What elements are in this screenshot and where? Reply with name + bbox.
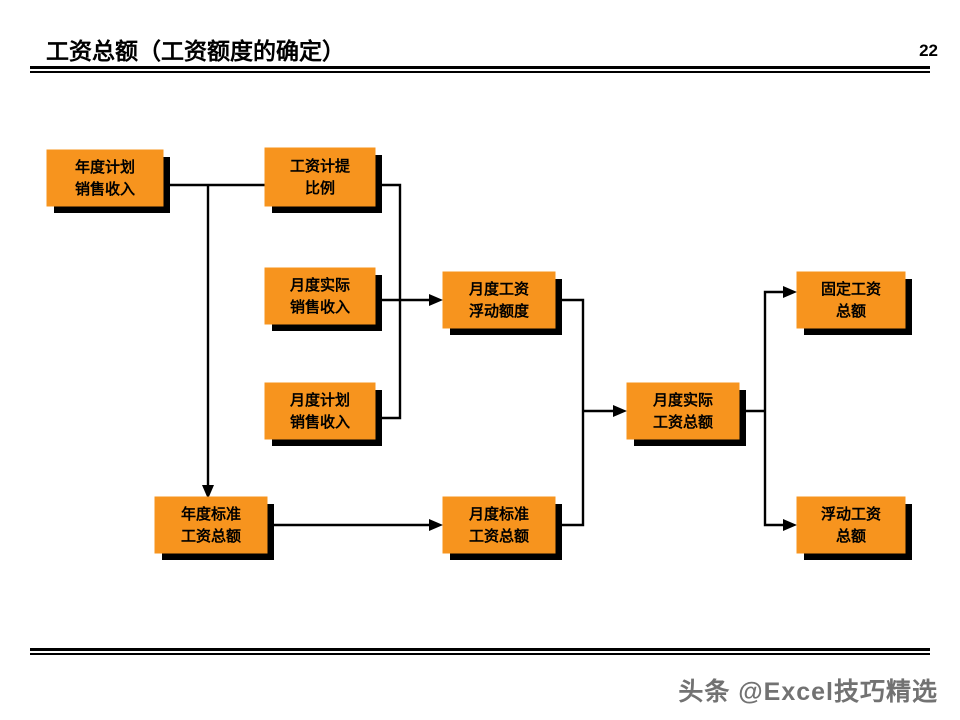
node-label-line2: 销售收入 <box>290 413 350 431</box>
arrow-floating-wage-total <box>783 519 797 531</box>
watermark-text: 头条 @Excel技巧精选 <box>678 678 938 706</box>
node-label-line2: 工资总额 <box>653 413 713 431</box>
edge-monthly-plan-to-bus <box>375 300 402 420</box>
edge-bus-to-fixed-wage <box>763 290 787 411</box>
node-body[interactable] <box>796 496 906 554</box>
node-body[interactable] <box>264 267 376 325</box>
node-label-line2: 比例 <box>305 179 335 197</box>
footer-divider <box>30 648 930 655</box>
page-title: 工资总额（工资额度的确定） <box>46 38 345 64</box>
arrow-monthly-wage-float <box>429 294 443 306</box>
node-label-line2: 总额 <box>836 527 866 545</box>
node-label-line2: 销售收入 <box>290 298 350 316</box>
node-label-line1: 月度工资 <box>468 280 529 298</box>
node-body[interactable] <box>154 496 268 554</box>
edge-monthly-standard-to-bus <box>555 411 585 527</box>
node-body[interactable] <box>264 147 376 207</box>
node-label-line2: 总额 <box>836 302 866 320</box>
node-label-line1: 月度计划 <box>289 391 350 409</box>
node-body[interactable] <box>264 382 376 440</box>
connector-layer <box>163 183 797 531</box>
edge-accrual-ratio-to-bus <box>375 183 402 300</box>
node-label-line1: 年度标准 <box>181 505 241 523</box>
arrow-monthly-standard <box>429 519 443 531</box>
node-label-line1: 固定工资 <box>821 280 881 298</box>
node-layer: 年度计划销售收入工资计提比例月度实际销售收入月度计划销售收入月度工资浮动额度年度… <box>46 147 912 560</box>
node-label-line1: 月度标准 <box>468 505 529 523</box>
node-body[interactable] <box>442 271 556 329</box>
node-body[interactable] <box>46 149 164 207</box>
node-label-line2: 浮动额度 <box>469 302 530 320</box>
node-body[interactable] <box>442 496 556 554</box>
edge-monthly-float-to-bus <box>555 298 585 411</box>
arrow-monthly-actual-total <box>613 405 627 417</box>
node-label-line1: 工资计提 <box>290 157 351 175</box>
node-label-line2: 工资总额 <box>181 527 241 545</box>
node-body[interactable] <box>796 271 906 329</box>
edge-bus-to-floating-wage <box>763 411 787 527</box>
node-label-line1: 月度实际 <box>289 276 350 294</box>
node-label-line2: 工资总额 <box>469 527 529 545</box>
title-divider-top <box>30 66 930 73</box>
arrow-fixed-wage-total <box>783 286 797 298</box>
node-label-line1: 月度实际 <box>652 391 713 409</box>
arrow-annual-standard <box>202 485 214 499</box>
node-label-line1: 浮动工资 <box>821 505 881 523</box>
node-body[interactable] <box>626 382 740 440</box>
node-label-line1: 年度计划 <box>75 158 135 176</box>
page-number: 22 <box>919 41 938 60</box>
node-label-line2: 销售收入 <box>75 180 135 198</box>
